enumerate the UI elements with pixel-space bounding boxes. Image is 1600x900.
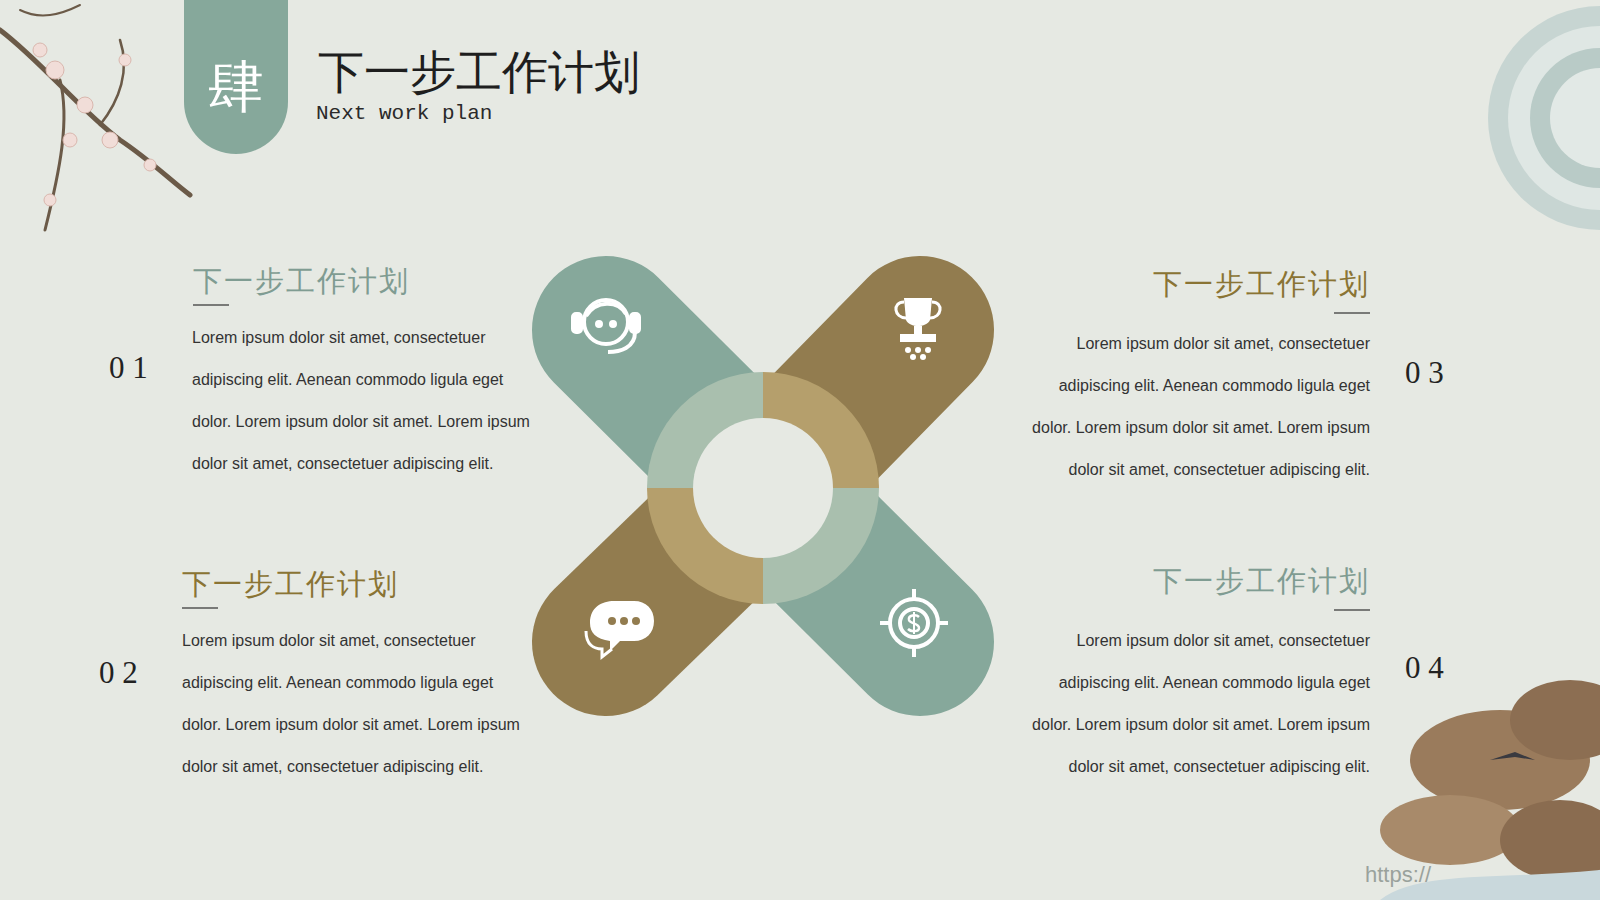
block-body: Lorem ipsum dolor sit amet, consectetuer… (192, 317, 537, 485)
block-heading: 下一步工作计划 (1153, 562, 1370, 602)
item-number: 0 3 (1405, 355, 1444, 391)
ornament-medallion (1488, 6, 1600, 230)
watermark: https:// (1365, 862, 1431, 888)
target-icon (880, 589, 948, 657)
block-body: Lorem ipsum dolor sit amet, consectetuer… (1025, 620, 1370, 788)
section-number: 肆 (208, 50, 264, 126)
plum-branch (0, 5, 190, 230)
x-shape (606, 330, 920, 642)
heading-underlines (182, 305, 1370, 610)
headset-icon (573, 300, 639, 352)
block-heading: 下一步工作计划 (193, 262, 410, 302)
item-number: 0 4 (1405, 650, 1444, 686)
plum-blossoms (33, 43, 156, 206)
section-badge: 肆 (184, 0, 288, 154)
subtitle: Next work plan (316, 102, 492, 125)
block-heading: 下一步工作计划 (1153, 265, 1370, 305)
chat-icon (586, 601, 654, 657)
trophy-icon (896, 298, 940, 360)
center-ring (647, 372, 879, 604)
block-heading: 下一步工作计划 (182, 565, 399, 605)
item-number: 0 1 (109, 350, 148, 386)
block-body: Lorem ipsum dolor sit amet, consectetuer… (1025, 323, 1370, 491)
item-number: 0 2 (99, 655, 138, 691)
page-title: 下一步工作计划 (318, 42, 640, 104)
block-body: Lorem ipsum dolor sit amet, consectetuer… (182, 620, 527, 788)
